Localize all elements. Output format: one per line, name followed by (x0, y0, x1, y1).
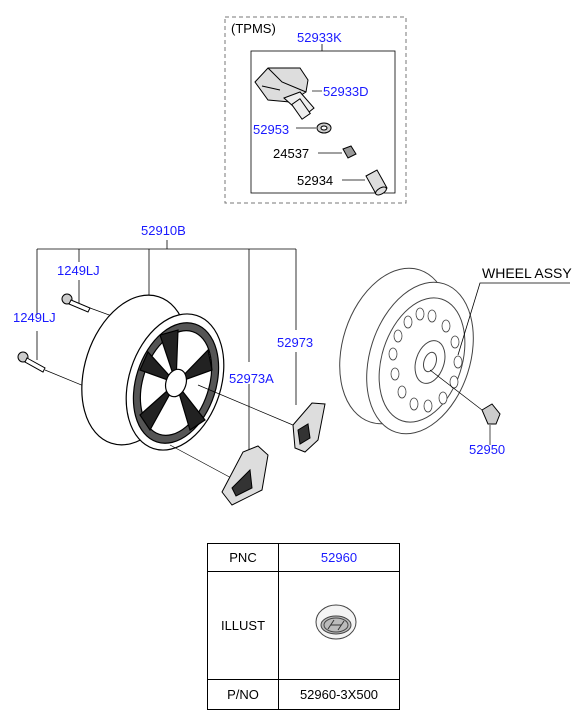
pno-value: 52960-3X500 (278, 679, 400, 710)
part-label-52934[interactable]: 52934 (297, 173, 334, 188)
tpms-inner-box (250, 50, 396, 194)
wheel-assy-leader (457, 282, 570, 356)
pnc-header: PNC (207, 543, 279, 572)
bolt-upper-icon (61, 293, 91, 313)
pno-header: P/NO (207, 679, 279, 710)
part-label-52973a[interactable]: 52973A (229, 371, 274, 386)
part-label-24537[interactable]: 24537 (273, 146, 310, 161)
illust-cell (278, 571, 400, 680)
part-label-1249lj-lower[interactable]: 1249LJ (13, 310, 56, 325)
tpms-title: (TPMS) (231, 21, 276, 36)
steel-wheel-icon (339, 267, 474, 435)
nut-icon (342, 145, 357, 159)
bolt-lower-icon (17, 351, 46, 373)
part-label-52933d[interactable]: 52933D (323, 84, 369, 99)
center-cap-left-icon (221, 445, 269, 506)
part-label-52973[interactable]: 52973 (277, 335, 314, 350)
steel-wheel-holes (388, 307, 463, 413)
wheel-assy-title: WHEEL ASSY (482, 265, 572, 281)
lug-nut-icon (481, 403, 501, 425)
washer-icon (316, 122, 332, 134)
part-label-52950[interactable]: 52950 (469, 442, 506, 457)
part-label-52910b[interactable]: 52910B (141, 223, 186, 238)
alloy-wheel-icon (81, 294, 225, 451)
center-cap-right-icon (292, 402, 326, 453)
illust-header: ILLUST (207, 571, 279, 680)
pnc-value[interactable]: 52960 (278, 543, 400, 572)
leader-lines-52910b (36, 240, 297, 450)
pnc-table: PNC 52960 ILLUST P/NO 52960-3X500 (207, 543, 400, 710)
part-label-52953[interactable]: 52953 (253, 122, 290, 137)
part-label-1249lj-upper[interactable]: 1249LJ (57, 263, 100, 278)
valve-cap-icon (365, 169, 388, 196)
valve-stem-icon (283, 91, 315, 120)
part-label-52933k[interactable]: 52933K (297, 30, 342, 45)
tpms-box (224, 16, 407, 204)
